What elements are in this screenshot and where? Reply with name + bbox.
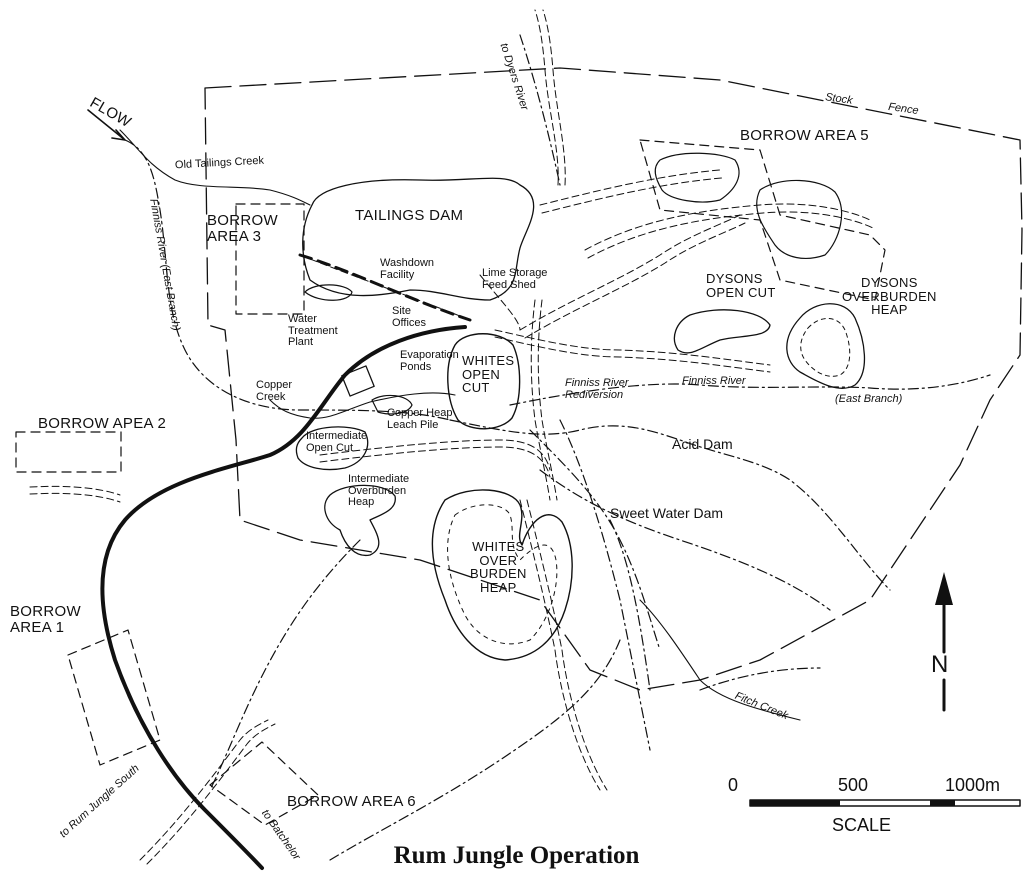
borrow-area-6-outline: [209, 741, 319, 826]
water-treatment-plant-box: [341, 365, 375, 397]
dysons-overburden-heap-outline: [786, 303, 866, 389]
copper-heap-leach-pile-label: Copper Heap Leach Pile: [387, 407, 453, 431]
intermediate-overburden-heap-outline: [324, 484, 396, 557]
borrow-area-1-label: BORROW AREA 1: [10, 603, 81, 636]
borrow-area-5-pit-a: [654, 152, 740, 203]
borrow-area-1-outline: [67, 629, 161, 766]
borrow-area-2-label: BORROW APEA 2: [38, 415, 167, 432]
sweet-water-dam-label: Sweet Water Dam: [610, 505, 724, 521]
fitch-creek-line: [639, 599, 801, 721]
whites-overburden-heap-outline: [431, 489, 573, 661]
pond-outline: [304, 284, 353, 301]
dysons-overburden-heap-label: DYSONS OVERBURDEN HEAP: [842, 275, 937, 318]
acid-dam-label: Acid Dam: [672, 436, 733, 452]
tailings-dam-label: TAILINGS DAM: [355, 207, 464, 224]
rivers: [124, 34, 991, 861]
evaporation-ponds-label: Evaporation Ponds: [400, 349, 459, 373]
lime-storage-label: Lime Storage Feed Shed: [482, 267, 548, 291]
copper-creek-label: Copper Creek: [256, 379, 293, 403]
whites-open-cut-outline: [447, 333, 521, 430]
scale-tick-0: 0: [728, 775, 739, 795]
whites-overburden-heap-inner: [447, 504, 558, 645]
railway-line: [100, 325, 467, 870]
finniss-river-rediversion-label: Finniss River Rediversion: [565, 377, 629, 401]
intermediate-open-cut-outline: [295, 426, 369, 471]
haul-roads: [29, 9, 874, 865]
borrow-area-3-label: BORROW AREA 3: [207, 212, 278, 245]
tailings-dam-outline: [302, 177, 535, 301]
dysons-open-cut-label: DYSONS OPEN CUT: [706, 271, 776, 300]
copper-heap-leach-pile-outline: [371, 394, 413, 415]
scale-label: SCALE: [832, 815, 892, 835]
east-branch-label: (East Branch): [835, 393, 903, 405]
dysons-overburden-heap-inner: [800, 318, 851, 377]
borrow-area-3-outline: [235, 203, 305, 315]
dysons-open-cut-outline: [673, 309, 771, 354]
scale-tick-1000m: 1000m: [945, 775, 1001, 795]
whites-open-cut-label: WHITES OPEN CUT: [462, 353, 515, 396]
borrow-area-2-outline: [15, 431, 122, 473]
borrow-area-5-pit-b: [756, 179, 843, 259]
copper-creek: [269, 392, 456, 419]
flow-arrow: [87, 109, 126, 141]
washdown-facility-label: Washdown Facility: [380, 257, 435, 281]
whites-overburden-heap-label: WHITES OVER BURDEN HEAP: [470, 539, 527, 595]
intermediate-overburden-heap-label: Intermediate Overburden Heap: [348, 473, 410, 509]
borrow-area-5-label: BORROW AREA 5: [740, 127, 869, 144]
site-offices-label: Site Offices: [392, 305, 427, 329]
tailings-pipeline: [298, 253, 472, 322]
map-title: Rum Jungle Operation: [393, 842, 640, 869]
intermediate-open-cut-label: Intermediate Open Cut: [306, 430, 368, 454]
water-treatment-plant-label: Water Treatment Plant: [288, 313, 338, 349]
scale-bar: [749, 799, 1021, 807]
borrow-area-5-outline: [639, 139, 886, 301]
north-arrow: [935, 572, 953, 712]
north-label: N: [931, 651, 949, 678]
finniss-river-label: Finniss River: [682, 375, 746, 387]
old-tailings-creek: [119, 129, 311, 206]
borrow-area-6-label: BORROW AREA 6: [287, 793, 416, 810]
scale-tick-500: 500: [838, 775, 869, 795]
